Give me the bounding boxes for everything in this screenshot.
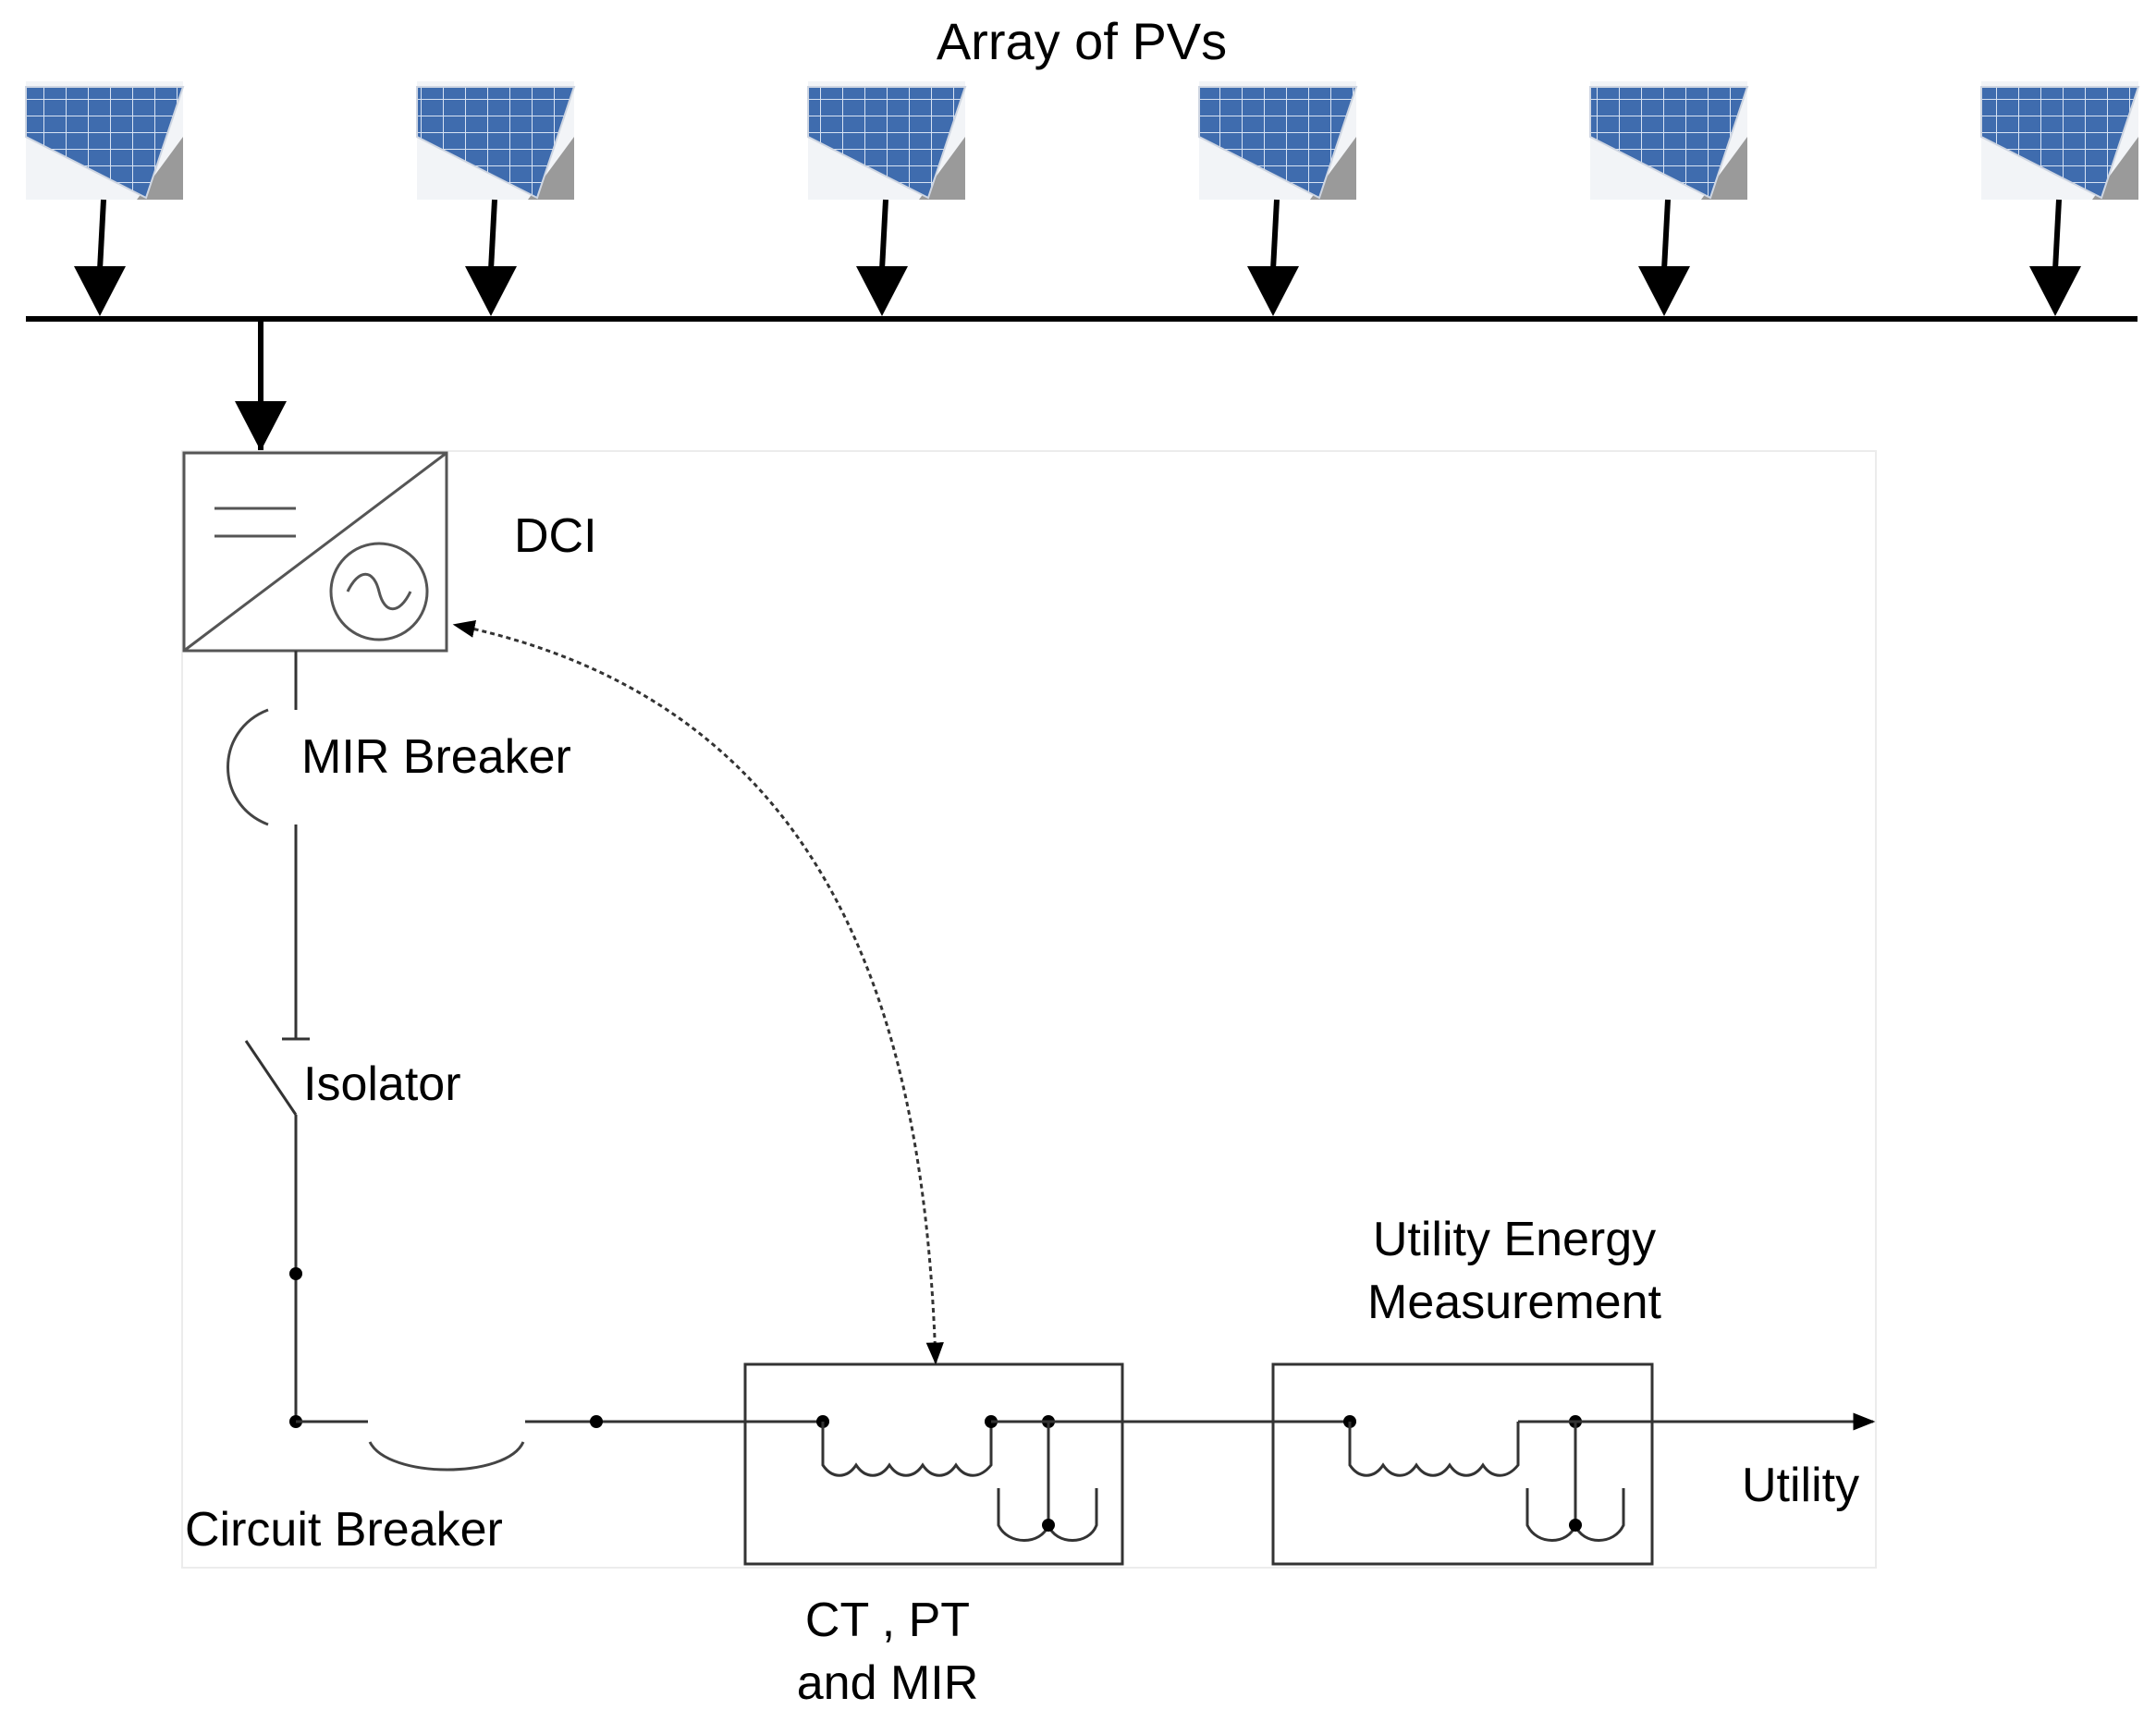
utility-meter-label-line2: Measurement <box>1367 1276 1661 1329</box>
solar-panel-icon <box>1198 81 1358 200</box>
junction-dot <box>289 1267 302 1280</box>
solar-panel-icon <box>25 81 185 200</box>
dci-inverter <box>182 451 448 653</box>
junction-dot <box>590 1415 603 1428</box>
pv-to-bus-arrowhead <box>74 266 126 316</box>
pv-to-bus-arrow <box>488 199 497 271</box>
circuit-breaker-symbol <box>368 1441 525 1472</box>
ac-sine-icon <box>346 572 412 611</box>
isolator-label: Isolator <box>303 1057 461 1111</box>
bus-to-dci-arrowhead <box>235 401 287 451</box>
pv-array <box>25 81 2140 316</box>
utility-meter-label-line1: Utility Energy <box>1373 1213 1656 1266</box>
pv-to-bus-arrowhead <box>1638 266 1690 316</box>
solar-panel-icon <box>1980 81 2140 200</box>
pv-to-bus-arrow <box>97 199 106 271</box>
pv-to-bus-arrow <box>1661 199 1671 271</box>
system-enclosure <box>181 450 1877 1569</box>
communication-link-arrow <box>452 619 944 1365</box>
junction-dot <box>1042 1519 1055 1532</box>
circuit-breaker-label: Circuit Breaker <box>185 1503 503 1557</box>
pv-to-bus-arrowhead <box>856 266 908 316</box>
pv-to-bus-arrowhead <box>1247 266 1299 316</box>
pv-to-bus-arrowhead <box>2029 266 2081 316</box>
inverter-diagonal <box>183 451 447 653</box>
solar-panel-icon <box>807 81 967 200</box>
ct-pt-label-line2: and MIR <box>797 1656 979 1710</box>
isolator-switch-blade <box>244 1040 298 1116</box>
utility-label: Utility <box>1742 1459 1859 1512</box>
solar-panel-icon <box>416 81 576 200</box>
utility-meter-box <box>1271 1362 1654 1566</box>
mir-breaker-symbol <box>227 708 269 826</box>
junction-dot <box>1569 1519 1582 1532</box>
ac-symbol-circle <box>329 542 429 641</box>
pv-to-bus-arrow <box>1270 199 1280 271</box>
meter-coil-symbol <box>1348 1422 1520 1477</box>
pv-to-bus-arrow <box>2052 199 2062 271</box>
diagram-title: Array of PVs <box>937 12 1227 70</box>
pv-to-bus-arrow <box>879 199 888 271</box>
pv-to-bus-arrowhead <box>465 266 517 316</box>
dci-label: DCI <box>514 509 597 563</box>
solar-panel-icon <box>1589 81 1749 200</box>
ct-pt-label-line1: CT , PT <box>805 1594 970 1647</box>
ct-coil-symbol <box>821 1422 993 1477</box>
ct-pt-mir-box <box>743 1362 1124 1566</box>
mir-breaker-label: MIR Breaker <box>301 730 571 784</box>
